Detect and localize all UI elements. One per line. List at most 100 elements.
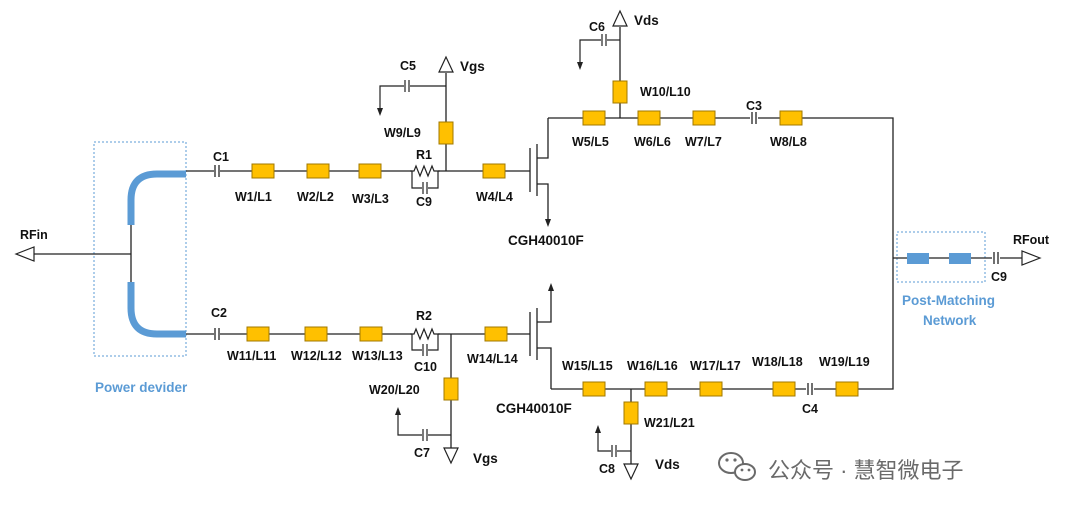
- w15-l15-label: W15/L15: [562, 359, 613, 373]
- w10-l10-label: W10/L10: [640, 85, 691, 99]
- c5-ground-arrow: [377, 108, 383, 116]
- w18-l18-line: [772, 381, 796, 397]
- upper-vgs-arrow: [438, 55, 454, 73]
- rfin-arrow: [14, 246, 35, 262]
- r1-label: R1: [416, 148, 432, 162]
- w18-l18-label: W18/L18: [752, 355, 803, 369]
- w7-l7-line: [692, 110, 716, 126]
- wechat-icon: [718, 452, 756, 481]
- c9-upper-label: C9: [416, 195, 432, 209]
- c5-label: C5: [400, 59, 416, 73]
- w9-l9-label: W9/L9: [384, 126, 421, 140]
- w12-l12-label: W12/L12: [291, 349, 342, 363]
- w12-l12-line: [304, 326, 328, 342]
- w14-l14-line: [484, 326, 508, 342]
- rfout-label: RFout: [1013, 233, 1050, 247]
- c4-label: C4: [802, 402, 818, 416]
- c6-ground-wire: [579, 39, 601, 64]
- upper-vds-label: Vds: [634, 13, 659, 28]
- pm-line-1: [907, 253, 929, 264]
- c8-ground-wire: [597, 432, 611, 452]
- w15-l15-line: [582, 381, 606, 397]
- post-matching-label-line1: Post-Matching: [902, 293, 995, 308]
- lower-vds-arrow: [623, 463, 639, 481]
- w21-l21-label: W21/L21: [644, 416, 695, 430]
- lower-transistor: [529, 283, 554, 389]
- w2-l2-line: [306, 163, 330, 179]
- c10-bypass-wire-b: [428, 334, 439, 351]
- lower-vgs-arrow: [443, 447, 459, 465]
- watermark-text: 公众号 · 慧智微电子: [768, 458, 964, 483]
- c5-ground-wire: [379, 85, 404, 110]
- w5-l5-label: W5/L5: [572, 135, 609, 149]
- c9-output-label: C9: [991, 270, 1007, 284]
- w1-l1-label: W1/L1: [235, 190, 272, 204]
- w11-l11-label: W11/L11: [227, 349, 276, 363]
- power-divider-label: Power devider: [95, 380, 188, 395]
- watermark: 公众号 · 慧智微电子: [718, 452, 964, 483]
- post-matching-network: Post-Matching Network: [893, 231, 1022, 328]
- c6-label: C6: [589, 20, 605, 34]
- c3-label: C3: [746, 99, 762, 113]
- rf-output: C9 RFout: [991, 233, 1050, 284]
- c10-label: C10: [414, 360, 437, 374]
- c10-bypass-wire: [411, 334, 422, 351]
- w17-l17-line: [699, 381, 723, 397]
- lower-vds-label: Vds: [655, 457, 680, 472]
- w7-l7-label: W7/L7: [685, 135, 722, 149]
- divider-upper-arm: [127, 170, 186, 225]
- w1-l1-line: [251, 163, 275, 179]
- post-matching-box: [896, 231, 986, 283]
- w13-l13-label: W13/L13: [352, 349, 403, 363]
- c9-bypass-wire: [411, 171, 422, 189]
- c1-label: C1: [213, 150, 229, 164]
- rf-input: RFin: [14, 228, 131, 262]
- lower-branch: C2 W11/L11 W12/L12 W13/L13 R2 C10 W20/L2…: [186, 257, 894, 481]
- r1-resistor: [410, 164, 440, 178]
- w6-l6-line: [637, 110, 661, 126]
- upper-source-ground-arrow: [545, 219, 551, 227]
- w19-l19-line: [835, 381, 859, 397]
- c7-ground-arrow: [395, 407, 401, 415]
- w9-l9-line: [438, 121, 454, 145]
- w14-l14-label: W14/L14: [467, 352, 518, 366]
- w4-l4-line: [482, 163, 506, 179]
- c8-label: C8: [599, 462, 615, 476]
- w20-l20-label: W20/L20: [369, 383, 420, 397]
- w4-l4-label: W4/L4: [476, 190, 513, 204]
- w19-l19-label: W19/L19: [819, 355, 870, 369]
- c6-ground-arrow: [577, 62, 583, 70]
- w5-l5-line: [582, 110, 606, 126]
- w16-l16-label: W16/L16: [627, 359, 678, 373]
- c7-ground-wire: [397, 414, 422, 436]
- w2-l2-label: W2/L2: [297, 190, 334, 204]
- w16-l16-line: [644, 381, 668, 397]
- w3-l3-label: W3/L3: [352, 192, 389, 206]
- upper-vds-arrow: [612, 9, 628, 27]
- lower-vgs-label: Vgs: [473, 451, 498, 466]
- lower-source-ground-arrow: [548, 283, 554, 291]
- r2-label: R2: [416, 309, 432, 323]
- w8-l8-label: W8/L8: [770, 135, 807, 149]
- upper-transistor: [529, 118, 551, 227]
- w21-l21-line: [623, 401, 639, 425]
- w6-l6-label: W6/L6: [634, 135, 671, 149]
- divider-lower-arm: [127, 282, 186, 338]
- upper-transistor-label: CGH40010F: [508, 233, 584, 248]
- rfin-label: RFin: [20, 228, 48, 242]
- rfout-arrow: [1021, 250, 1042, 266]
- c2-label: C2: [211, 306, 227, 320]
- pm-line-2: [949, 253, 971, 264]
- w13-l13-line: [359, 326, 383, 342]
- w20-l20-line: [443, 377, 459, 401]
- w3-l3-line: [358, 163, 382, 179]
- lower-transistor-label: CGH40010F: [496, 401, 572, 416]
- w17-l17-label: W17/L17: [690, 359, 741, 373]
- c9-bypass-wire-b: [428, 171, 439, 189]
- upper-branch: C1 W1/L1 W2/L2 W3/L3 R1 C9 W9/L9 Vgs C5 …: [186, 9, 894, 257]
- c7-label: C7: [414, 446, 430, 460]
- upper-vgs-label: Vgs: [460, 59, 485, 74]
- r2-resistor: [410, 327, 440, 341]
- w11-l11-line: [246, 326, 270, 342]
